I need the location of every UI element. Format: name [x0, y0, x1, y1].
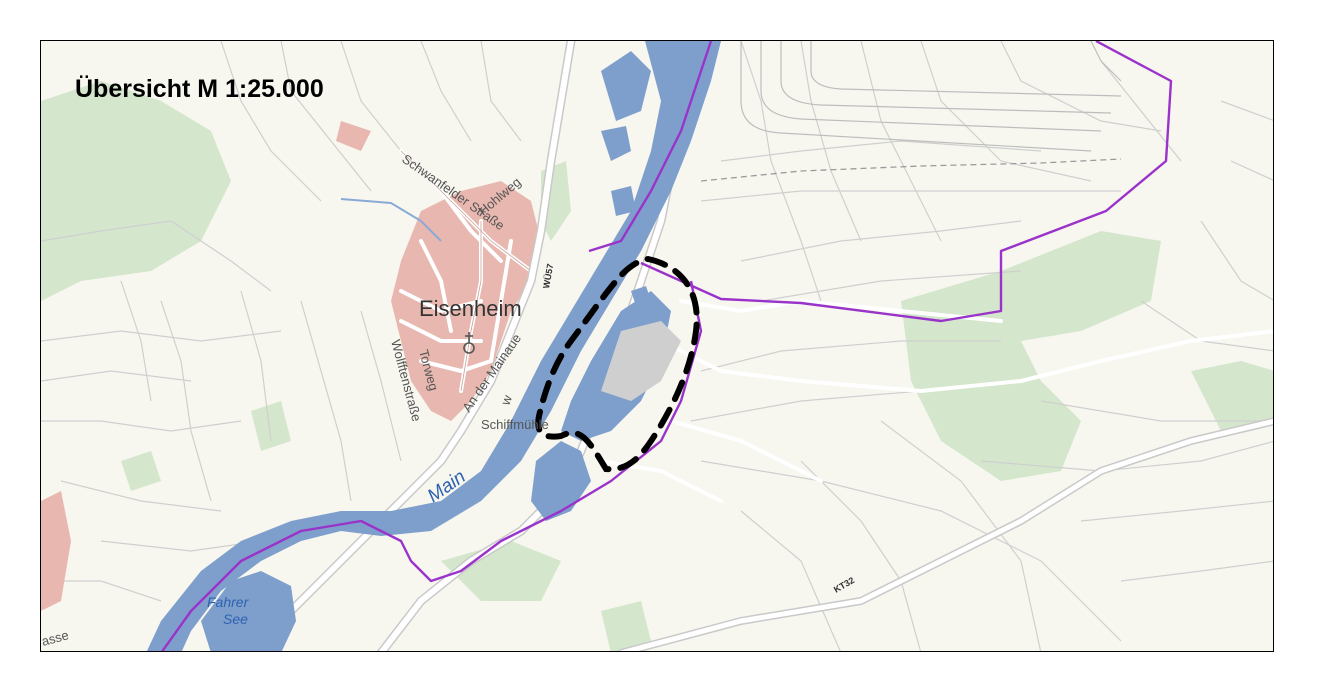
- map-title: Übersicht M 1:25.000: [75, 75, 324, 103]
- forest-area: [121, 451, 161, 491]
- lake-north-2: [601, 126, 631, 161]
- terrace-lines: [740, 41, 1122, 152]
- railway-dashed: [700, 158, 1122, 182]
- forest-area: [601, 601, 651, 651]
- forest-area: [1191, 361, 1273, 431]
- stream: [340, 198, 442, 242]
- lake-small: [631, 286, 651, 306]
- lake-label-line1: Fahrer: [207, 594, 250, 610]
- road-label-wu57: WÜ57: [541, 263, 555, 289]
- settlement-street-casing: [400, 150, 532, 392]
- field-boundaries: [41, 41, 1273, 651]
- street-label-edge: asse: [41, 627, 70, 649]
- church-icon: [463, 332, 475, 354]
- town-label: Eisenheim: [419, 296, 522, 321]
- lake-north-3: [611, 186, 636, 216]
- highlight-area-outline: [535, 255, 700, 473]
- road-kt32: [617, 417, 1273, 651]
- locality-label-schiffmuehle: Schiffmühle: [481, 417, 549, 432]
- lake-fahrer-see: [201, 571, 296, 651]
- industrial-area: [601, 321, 681, 401]
- forest-area: [251, 401, 291, 451]
- river-main: [146, 41, 721, 651]
- lake-label-line2: See: [223, 611, 248, 627]
- forest-areas: [41, 81, 1273, 651]
- secondary-roads: [599, 298, 1273, 503]
- road-wu57: [246, 41, 576, 651]
- topographic-map: Schwanfelder Straße Hohlweg WÜ57 Eisenhe…: [41, 41, 1273, 651]
- lake-north-1: [601, 51, 651, 121]
- forest-area: [901, 231, 1161, 481]
- municipal-boundary: [160, 41, 1173, 651]
- forest-area: [41, 81, 231, 301]
- map-frame: Schwanfelder Straße Hohlweg WÜ57 Eisenhe…: [40, 40, 1274, 652]
